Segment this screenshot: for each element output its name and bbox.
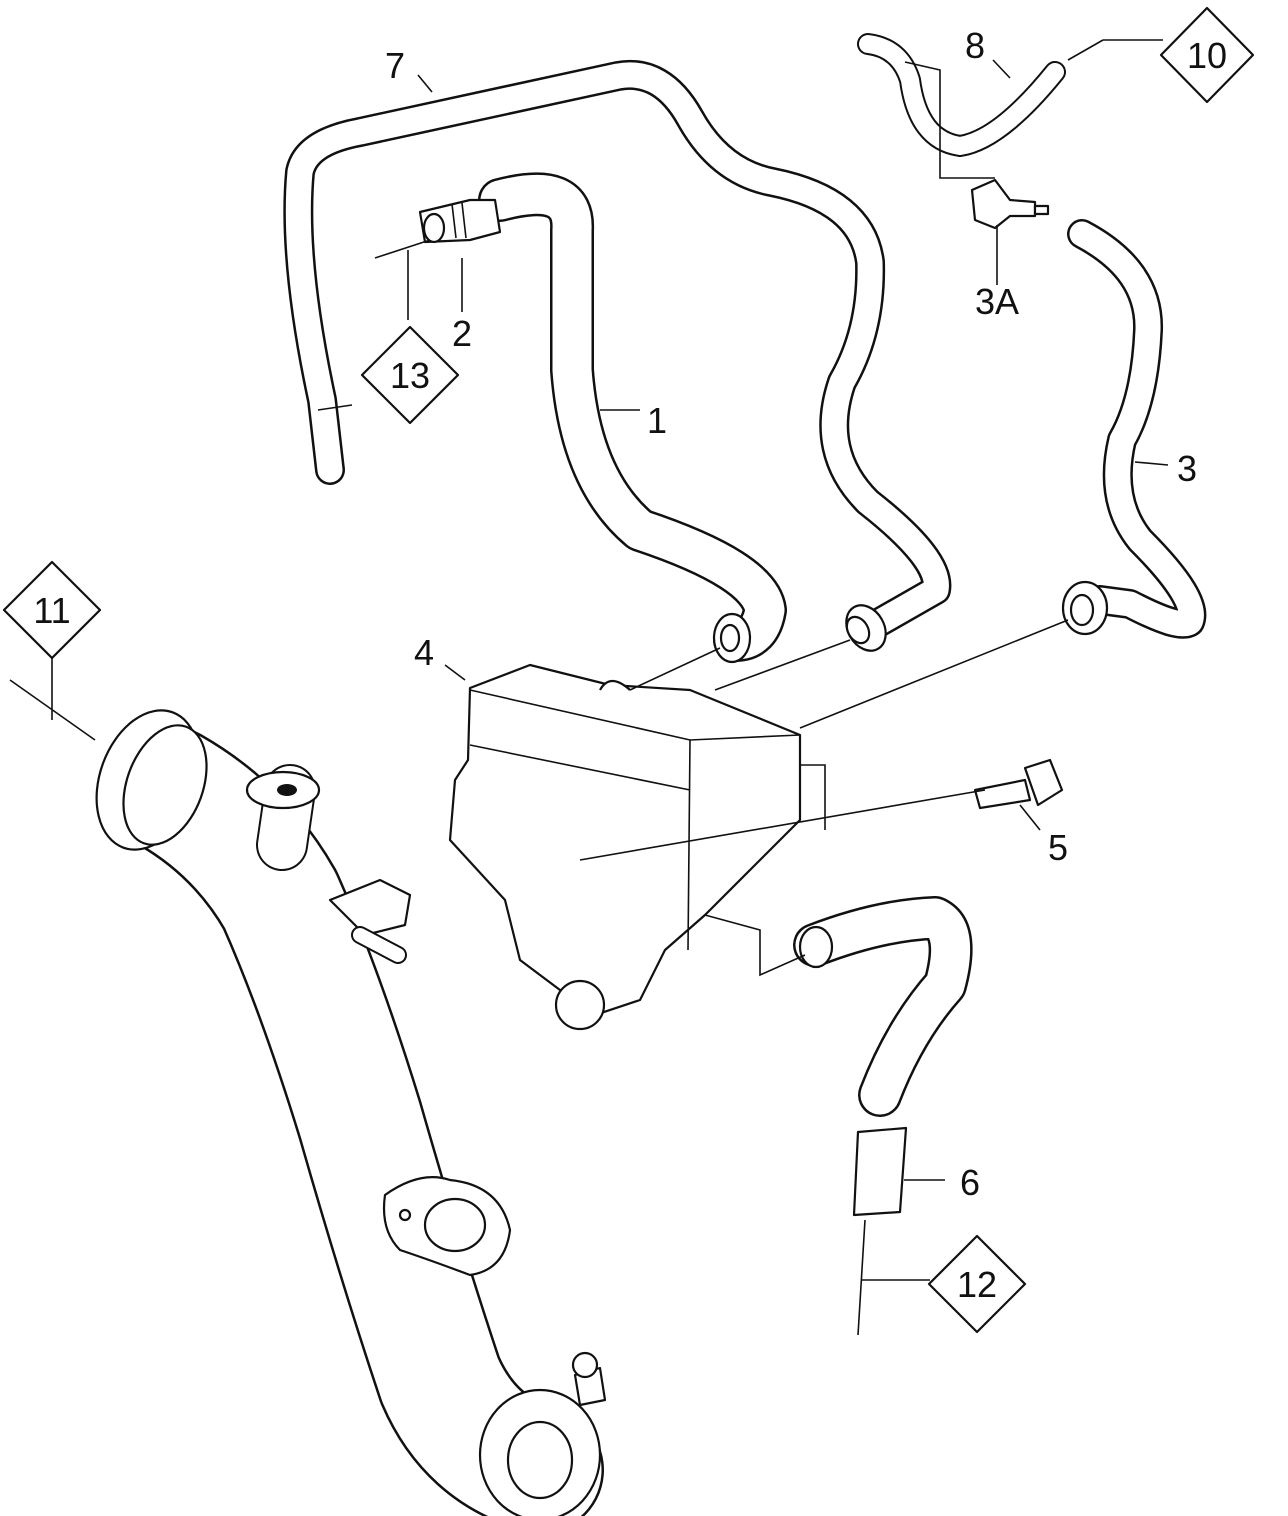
label-part-7: 7: [385, 45, 405, 86]
hose-6: [793, 896, 973, 1217]
callout-13: 13: [360, 325, 460, 425]
label-part-8: 8: [965, 25, 985, 66]
leader-lines: [9, 39, 1169, 1336]
hose-8: [857, 33, 1066, 157]
callout-13-label: 13: [390, 355, 430, 396]
callout-10: 10: [1159, 6, 1255, 104]
valve-2: [418, 198, 502, 244]
separator-tank-4: [448, 663, 802, 1031]
valve-3a: [970, 178, 1050, 230]
label-part-2: 2: [452, 313, 472, 354]
hose-1: [478, 172, 787, 664]
bolt-5: [973, 758, 1064, 810]
callout-10-label: 10: [1187, 35, 1227, 76]
label-part-5: 5: [1048, 827, 1068, 868]
callout-11: 11: [2, 560, 102, 660]
hose-7: [283, 59, 952, 652]
label-part-3a: 3A: [975, 281, 1019, 322]
callout-11-label: 11: [33, 590, 70, 631]
label-part-4: 4: [414, 632, 434, 673]
label-part-6: 6: [960, 1162, 980, 1203]
label-part-1: 1: [647, 400, 667, 441]
intake-pipe-11: [95, 709, 607, 1516]
callout-12: 12: [927, 1234, 1027, 1334]
hose-3: [1061, 219, 1207, 639]
label-part-3: 3: [1177, 448, 1197, 489]
callout-12-label: 12: [957, 1264, 997, 1305]
